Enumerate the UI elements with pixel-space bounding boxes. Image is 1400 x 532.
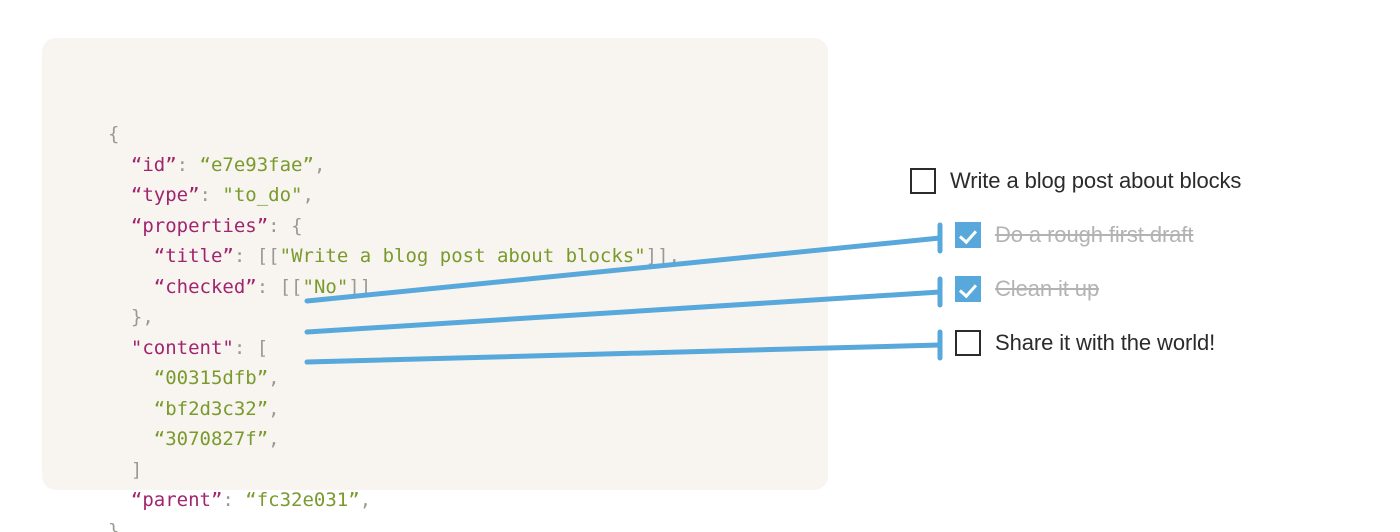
code-token: , [302, 184, 314, 206]
code-line: “properties”: { [108, 211, 680, 242]
list-item-label: Do a rough first draft [995, 222, 1194, 247]
list-item[interactable]: Do a rough first draft [955, 218, 1193, 252]
code-line: ] [108, 455, 680, 486]
code-token: : [268, 214, 292, 237]
code-token: "No" [302, 275, 349, 298]
code-token: , [268, 397, 280, 420]
code-token: [[ [279, 275, 303, 298]
code-line: { [108, 119, 680, 150]
checkbox-checked-icon[interactable] [955, 276, 981, 302]
code-line: "content": [ [108, 333, 680, 364]
code-token: }, [108, 306, 154, 328]
list-item[interactable]: Share it with the world! [955, 326, 1215, 360]
code-token: : [233, 245, 257, 267]
code-token: , [268, 428, 280, 450]
code-token: “3070827f” [153, 428, 269, 450]
json-code-text: { “id”: “e7e93fae”, “type”: "to_do", “pr… [108, 119, 680, 532]
code-line: “checked”: [["No"]] [108, 272, 680, 303]
list-item-label: Share it with the world! [995, 330, 1216, 355]
code-token: “bf2d3c32” [153, 397, 269, 420]
code-token [108, 398, 154, 420]
code-token: , [313, 153, 326, 176]
code-token: “type” [130, 184, 200, 206]
code-token: "to_do" [222, 184, 303, 206]
code-token [108, 184, 131, 206]
code-token: “00315dfb” [153, 367, 269, 389]
code-token [108, 154, 131, 176]
code-token: ]] [348, 275, 372, 298]
list-item-label: Clean it up [995, 276, 1100, 301]
checkbox-unchecked-icon[interactable] [955, 330, 981, 356]
code-token: “parent” [130, 489, 223, 511]
code-token: : [176, 153, 200, 176]
code-token: “properties” [130, 214, 269, 237]
code-token: “e7e93fae” [199, 153, 314, 176]
code-token [108, 367, 154, 389]
code-token [108, 245, 154, 267]
code-token: : [222, 489, 246, 511]
code-token: : [256, 275, 280, 298]
code-token: "Write a blog post about blocks" [279, 245, 646, 267]
code-token: [ [256, 336, 269, 359]
list-item-label: Write a blog post about blocks [950, 168, 1242, 193]
code-token: "content" [130, 336, 234, 359]
checkbox-checked-icon[interactable] [955, 222, 981, 248]
json-code-panel: { “id”: “e7e93fae”, “type”: "to_do", “pr… [42, 38, 828, 532]
code-token [108, 489, 131, 511]
list-item[interactable]: Clean it up [955, 272, 1099, 306]
code-token: : [199, 184, 223, 206]
checkbox-unchecked-icon[interactable] [910, 168, 936, 194]
code-line: “3070827f”, [108, 424, 680, 455]
code-token: , [268, 367, 280, 389]
code-token: : [233, 336, 257, 359]
code-token: } [108, 519, 120, 532]
list-item[interactable]: Write a blog post about blocks [910, 164, 1241, 198]
code-token: { [291, 214, 303, 237]
code-token [108, 215, 131, 237]
code-token: “id” [130, 153, 177, 176]
code-line: “type”: "to_do", [108, 180, 680, 211]
code-token: ]], [645, 245, 680, 267]
code-token: [[ [256, 245, 280, 267]
code-token [108, 337, 131, 359]
code-token: ] [108, 458, 143, 481]
code-token: { [108, 123, 120, 145]
code-line: “parent”: “fc32e031”, [108, 485, 680, 516]
code-token [108, 428, 154, 450]
code-line: } [108, 516, 680, 532]
code-line: “bf2d3c32”, [108, 394, 680, 425]
code-line: “id”: “e7e93fae”, [108, 150, 680, 181]
code-token: “title” [153, 245, 234, 267]
code-token [108, 276, 154, 298]
code-line: }, [108, 302, 680, 333]
code-line: “title”: [["Write a blog post about bloc… [108, 241, 680, 272]
code-token: “fc32e031” [245, 489, 360, 511]
code-line: “00315dfb”, [108, 363, 680, 394]
code-token: “checked” [153, 275, 257, 298]
code-token: , [359, 489, 372, 511]
